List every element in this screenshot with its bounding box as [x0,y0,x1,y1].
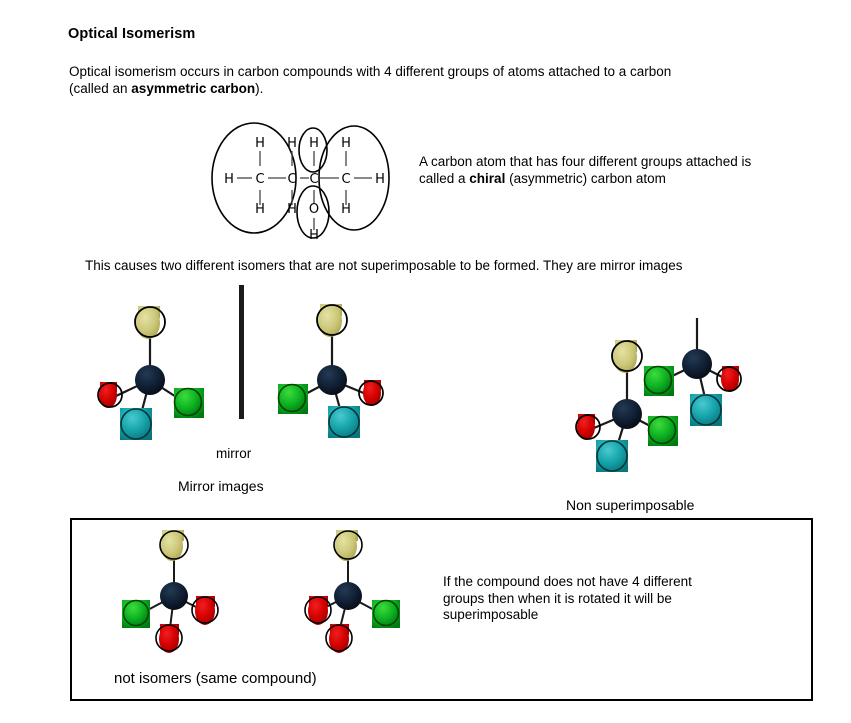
group-red-bottom [155,624,183,653]
carbon-center-atom [135,365,165,395]
atom-label-h-c1-top: H [255,136,265,151]
group-green-front-right [647,415,678,446]
group-teal-bottom [328,406,360,438]
carbon-center-atom-back [682,349,712,379]
atom-label-h-c2-top: H [287,136,297,151]
overlay-front-molecule [575,340,678,472]
atom-label-h-left: H [224,172,234,187]
intro-text-part2: ). [255,80,264,96]
atom-label-h-c4-bottom: H [341,202,351,217]
highlight-circle-methyl [318,125,390,231]
molecule-isomer-left [88,296,218,451]
group-green-right [372,599,400,628]
overlay-back-molecule [643,318,742,426]
carbon-center-atom [317,365,347,395]
molecule-overlay-non-superimposable [556,318,761,478]
mirror-label: mirror [216,446,252,461]
chiral-note-bold: chiral [469,170,506,186]
atom-label-h-right: H [375,172,385,187]
intro-text-part1: Optical isomerism occurs in carbon compo… [69,64,672,96]
page-title: Optical Isomerism [68,26,196,42]
atom-label-h-c3-top: H [309,136,319,151]
atom-label-c1: C [255,172,264,187]
molecule-same-compound-right [278,524,418,669]
skeletal-structure-diagram: H C C C C H H H H H H O H H H [196,108,421,253]
chiral-carbon-note: A carbon atom that has four different gr… [419,154,779,187]
group-yellow-top [333,530,363,561]
group-red-bottom [325,624,353,653]
group-teal-bottom [120,408,152,440]
rotation-note: If the compound does not have 4 differen… [443,574,692,622]
atom-label-o: O [309,202,319,217]
carbon-center-atom-front [612,399,642,429]
group-red-right [191,596,219,625]
group-green-left [122,599,150,628]
isomer-statement: This causes two different isomers that a… [85,258,683,273]
same-compound-box [70,518,813,701]
group-green-left [277,383,308,414]
mirror-images-label: Mirror images [178,478,264,494]
group-red-front-left [575,414,601,440]
chiral-note-part2: (asymmetric) carbon atom [505,170,666,186]
mirror-line [239,285,244,419]
group-yellow-top [159,530,189,561]
group-teal-back-bottom [690,394,722,426]
chiral-note-part1: A carbon atom that has four different gr… [419,154,752,186]
carbon-center-atom [160,582,188,610]
group-yellow-top [316,304,348,337]
group-green-right [173,387,204,418]
atom-label-c3: C [309,172,318,187]
atom-label-c2: C [287,172,296,187]
atom-label-h-c1-bottom: H [255,202,265,217]
atom-label-c4: C [341,172,350,187]
intro-paragraph: Optical isomerism occurs in carbon compo… [69,64,789,97]
group-yellow-top [134,306,166,339]
highlight-circle-ethyl [211,122,297,234]
atom-label-h-c2-bottom: H [287,202,297,217]
group-red-back-right [716,366,742,392]
non-superimposable-label: Non superimposable [566,497,695,513]
group-red-left [97,382,123,408]
group-yellow-front-top [611,340,643,373]
carbon-center-atom [334,582,362,610]
group-green-back-left [643,365,674,396]
atom-label-h-hydroxyl: H [309,228,319,243]
highlight-circle-hydroxyl [296,185,330,239]
group-red-left [304,596,332,625]
group-teal-front-bottom [596,440,628,472]
molecule-same-compound-left [104,524,244,669]
atom-label-h-c4-top: H [341,136,351,151]
not-isomers-label: not isomers (same compound) [114,670,317,687]
molecule-isomer-right [268,288,398,443]
group-red-right [358,380,384,406]
highlight-circle-hydrogen [298,127,328,173]
intro-text-bold: asymmetric carbon [131,80,256,96]
